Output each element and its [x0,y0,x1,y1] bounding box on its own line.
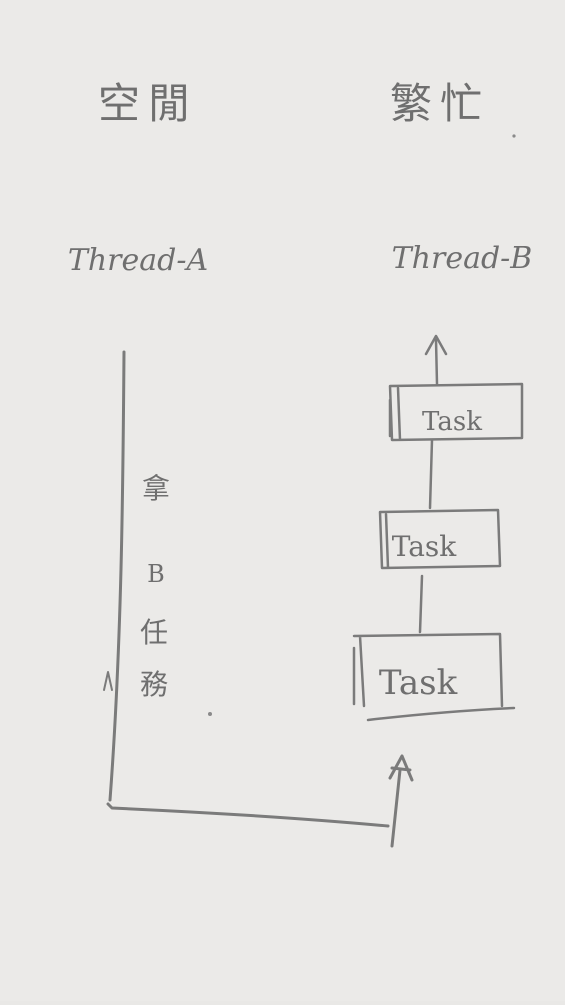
task-box-bottom: Task [352,632,504,708]
task-link-upper [428,438,434,510]
note-char-4: 務 [140,668,168,701]
thread-a-line [108,350,126,802]
note-char-3: 任 [140,616,168,649]
note-char-1: 拿 [142,472,170,505]
task-label-top: Task [422,407,482,437]
note-char-2: B [147,560,165,588]
task-exit-arrow-head [424,334,448,356]
task-label-middle: Task [392,530,458,563]
pencil-dot [208,712,212,716]
thread-a-label: Thread-A [68,243,208,278]
handoff-riser [390,768,402,848]
left-column-heading: 空閒 [98,79,198,128]
task-link-lower [418,574,424,634]
thread-a-up-arrow [103,671,113,691]
thread-b-label: Thread-B [392,241,533,276]
handoff-connector [106,802,390,828]
right-column-heading: 繁忙 [390,79,490,128]
queue-base-line [366,706,516,722]
pencil-dot [512,134,516,138]
task-box-middle: Task [378,508,502,570]
handoff-arrow-head [388,754,414,782]
task-box-top: Task [388,382,524,442]
task-label-bottom: Task [379,663,458,703]
task-exit-shaft [434,338,439,386]
